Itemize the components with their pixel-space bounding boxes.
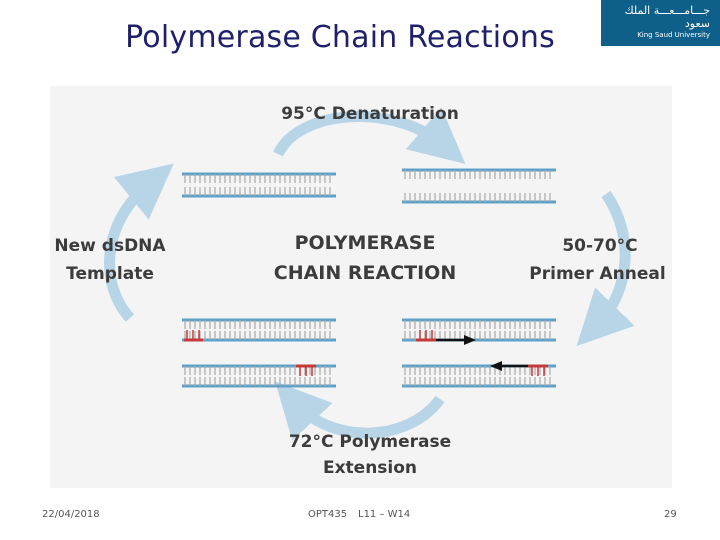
footer-date: 22/04/2018 — [42, 509, 100, 520]
label-anneal: Primer Anneal — [529, 264, 666, 284]
extension-arrow-left — [490, 361, 528, 371]
logo-english-text: King Saud University — [637, 31, 710, 39]
footer-course: OPT435 — [308, 509, 348, 520]
cycle-arrow-denaturation — [273, 107, 466, 164]
primer-right-lower — [528, 364, 548, 376]
dna-strand — [182, 318, 336, 329]
primer-left-lower — [296, 364, 316, 376]
dna-strand — [402, 377, 556, 388]
dna-strand — [182, 187, 336, 198]
footer-lecture: L11 – W14 — [358, 509, 411, 520]
extension-arrow-right — [436, 335, 476, 345]
slide-title: Polymerase Chain Reactions — [125, 20, 555, 55]
label-chain-title-1: POLYMERASE — [294, 232, 436, 254]
dna-strand — [402, 331, 556, 342]
primer-right-upper — [416, 330, 436, 342]
footer-page: 29 — [664, 509, 677, 520]
cycle-arrow-template — [104, 163, 174, 322]
cycle-arrow-anneal — [576, 190, 635, 347]
label-template-2: Template — [66, 264, 154, 284]
dna-strand — [402, 318, 556, 329]
dna-strand — [182, 377, 336, 388]
primer-left-upper — [184, 330, 203, 342]
pcr-diagram: 95°C Denaturation POLYMERASE CHAIN REACT… — [50, 86, 672, 488]
dna-strand — [182, 172, 336, 183]
label-extension-2: Extension — [322, 458, 418, 478]
primers — [184, 330, 548, 376]
logo-arabic-text: جـــامـــعـــة الملك سعود — [624, 4, 710, 30]
dna-strand — [402, 193, 556, 204]
dna-strand — [402, 168, 556, 179]
label-extension-1: 72°C Polymerase — [288, 432, 452, 452]
dna-strand — [182, 331, 336, 342]
label-chain-title-2: CHAIN REACTION — [273, 262, 457, 284]
label-denaturation: 95°C Denaturation — [281, 104, 459, 124]
label-anneal-temp: 50-70°C — [562, 236, 638, 256]
label-template-1: New dsDNA — [54, 236, 166, 256]
pcr-cycle-graphic — [104, 107, 635, 441]
university-logo: جـــامـــعـــة الملك سعود King Saud Univ… — [601, 0, 720, 46]
cycle-arrow-extension — [275, 381, 445, 441]
